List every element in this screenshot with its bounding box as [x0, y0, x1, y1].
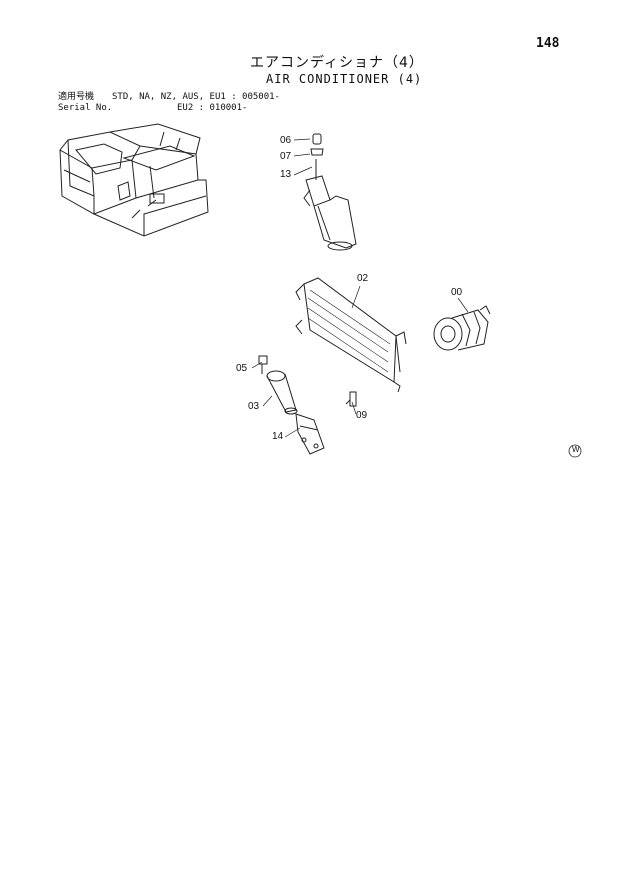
callout-07: 07 [280, 151, 292, 162]
page-number: 148 [536, 36, 560, 51]
mark-letter: W [572, 445, 580, 454]
accumulator-tank [258, 355, 298, 415]
callout-00: 00 [451, 287, 463, 298]
excavator-illustration [59, 123, 209, 237]
mark-circle [568, 444, 582, 458]
callout-14: 14 [272, 431, 284, 442]
title-japanese: エアコンディショナ（4） [250, 55, 424, 71]
callout-06: 06 [280, 135, 292, 146]
bracket-assembly [295, 413, 325, 455]
condenser [295, 277, 407, 393]
serial-label-en: Serial No. [58, 103, 113, 113]
callout-05: 05 [236, 363, 248, 374]
callout-13: 13 [280, 169, 292, 180]
pipe-fitting [345, 391, 357, 407]
compressor [433, 305, 491, 351]
callout-02: 02 [357, 273, 369, 284]
callout-09: 09 [356, 410, 368, 421]
leader-lines [251, 138, 469, 438]
serial-range-2: EU2 : 010001- [177, 103, 248, 113]
title-english: AIR CONDITIONER (4) [266, 72, 423, 86]
serial-range-1: STD, NA, NZ, AUS, EU1 : 005001- [112, 92, 280, 102]
serial-label-jp: 適用号機 [58, 92, 95, 102]
receiver-drier-assembly [303, 133, 357, 251]
callout-03: 03 [248, 401, 260, 412]
